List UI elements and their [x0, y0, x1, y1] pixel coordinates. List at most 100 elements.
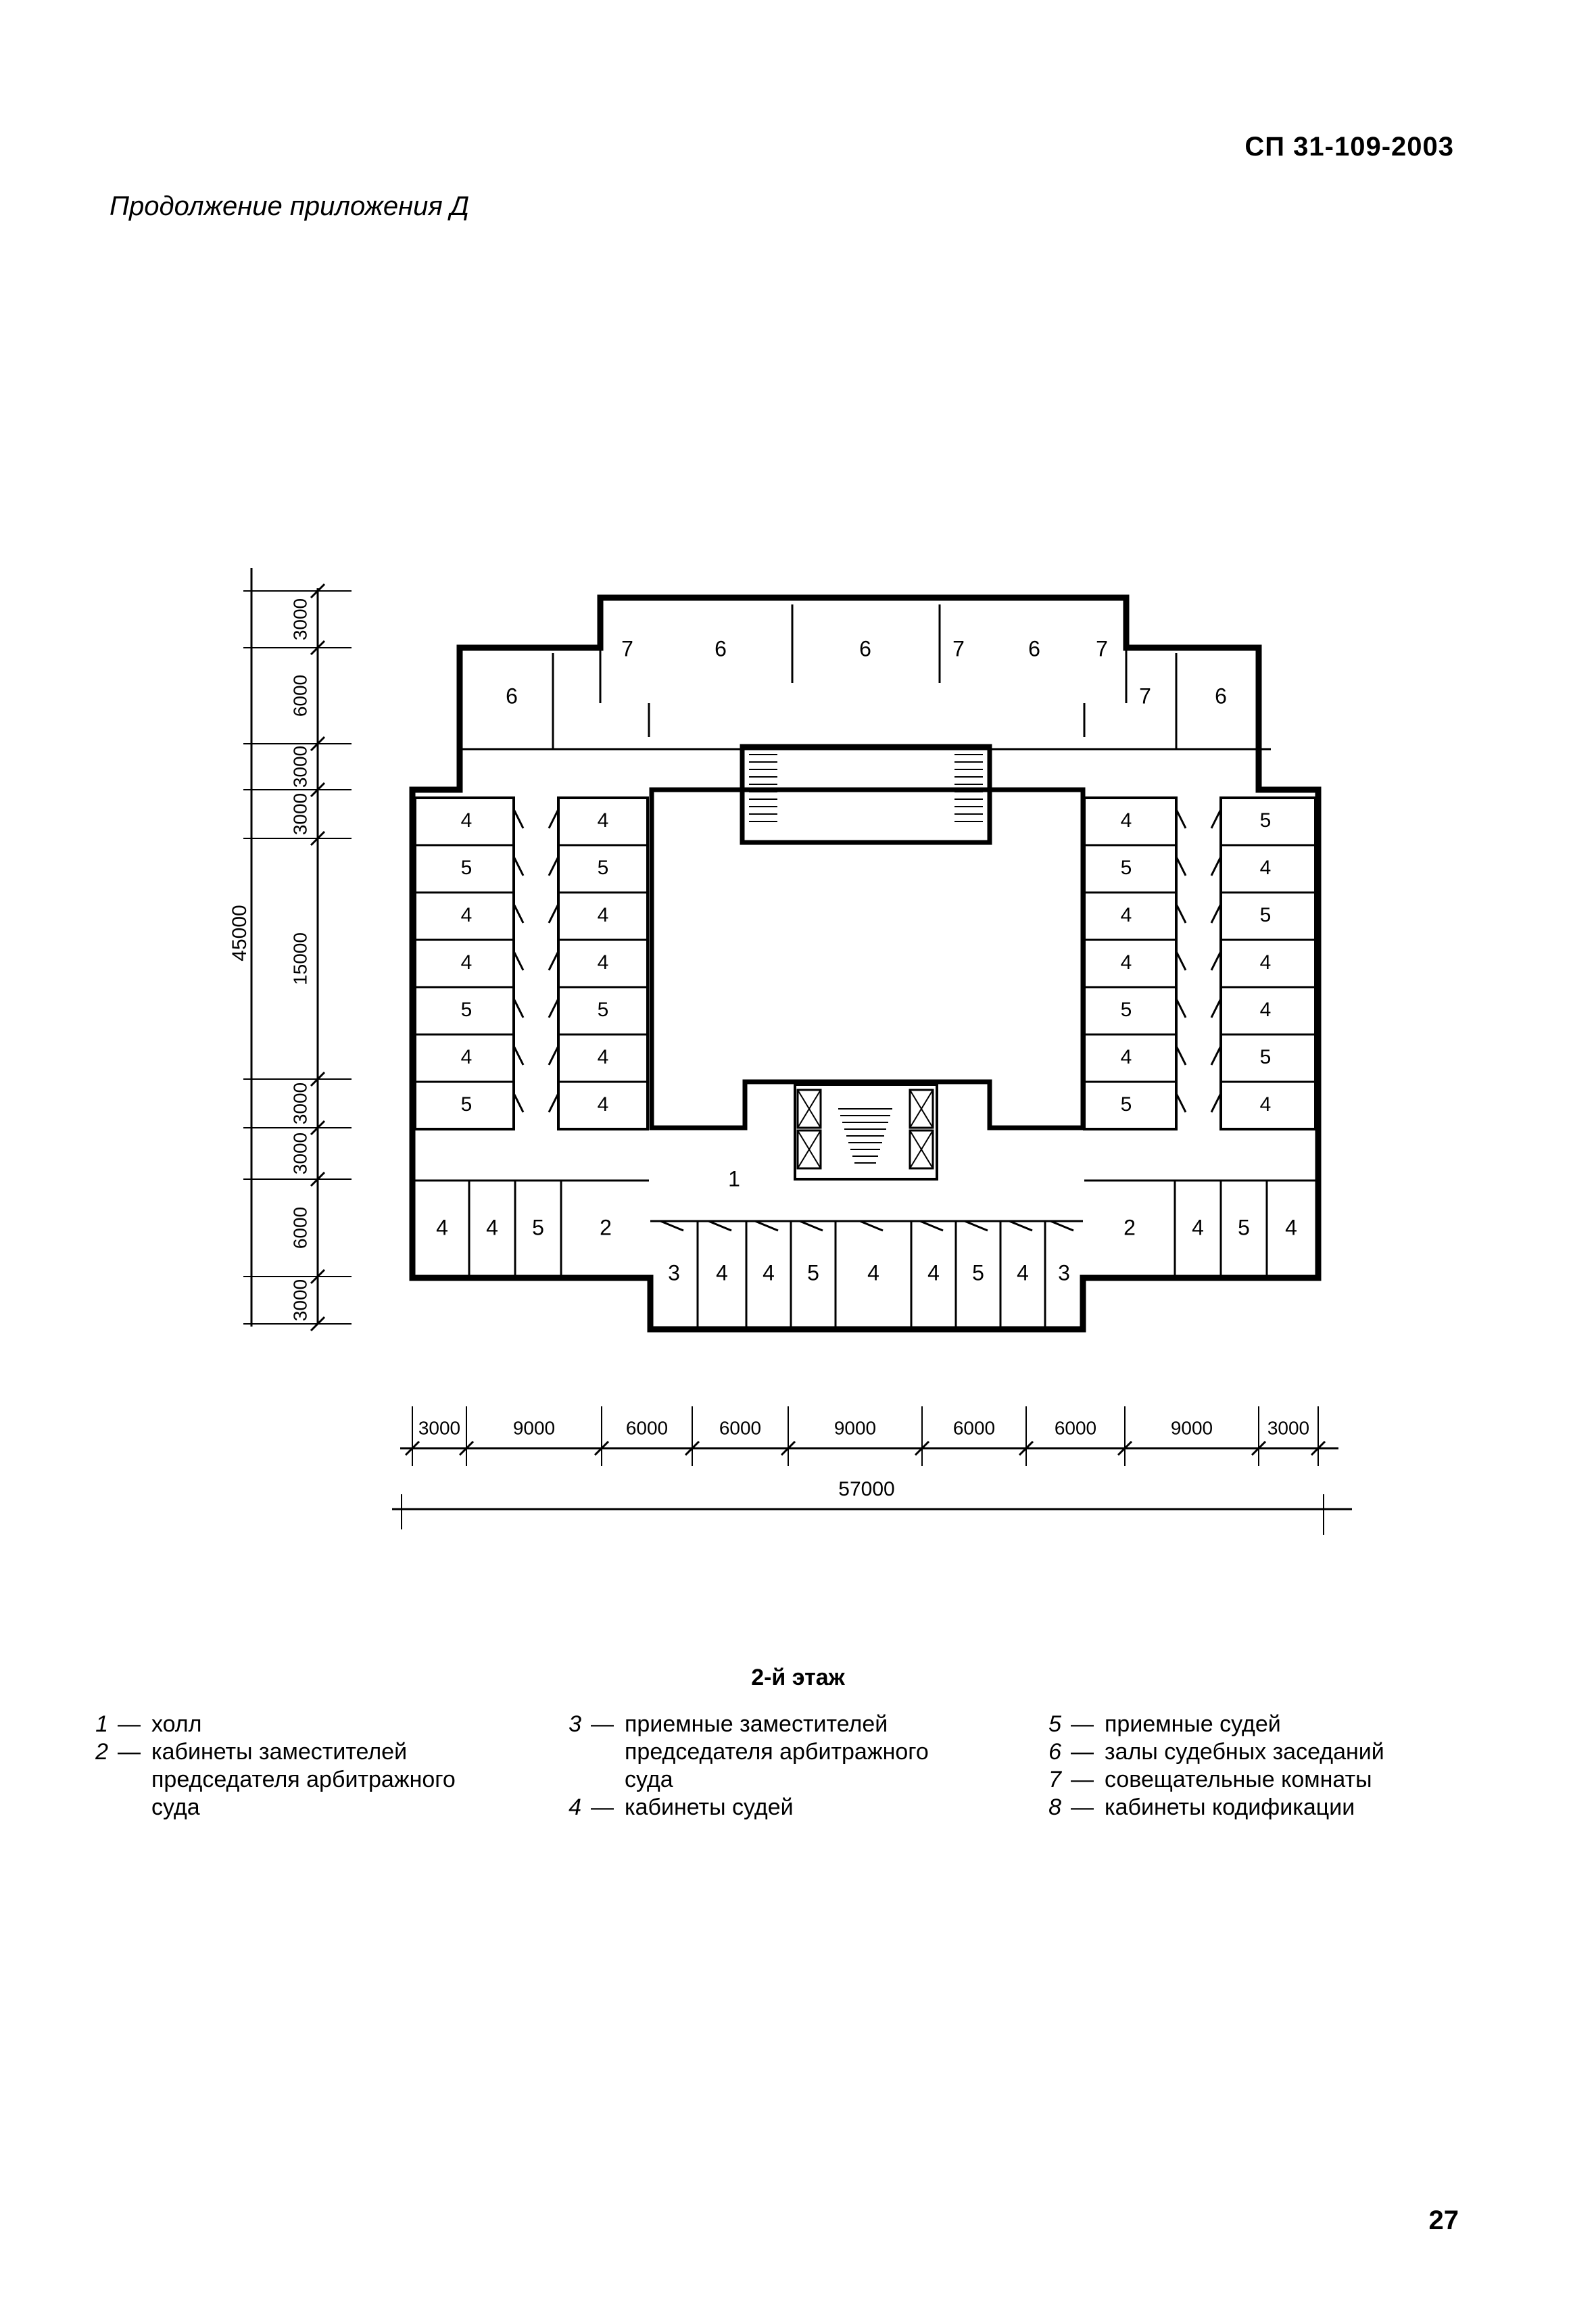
floor-title: 2-й этаж [751, 1665, 845, 1690]
dim-slash [310, 1071, 326, 1087]
legend-text: залы судебных заседаний [1105, 1739, 1384, 1765]
legend-number: 4 [569, 1794, 581, 1820]
dim-slash [1251, 1440, 1267, 1456]
dim-slash [310, 583, 326, 599]
room-label: 5 [1260, 904, 1272, 926]
legend-item: 3 — приемные заместителей председателя а… [548, 1711, 976, 1794]
dim-slash [404, 1440, 420, 1456]
dimension-label: 3000 [289, 598, 310, 640]
legend-text: совещательные комнаты [1105, 1767, 1372, 1792]
legend-column-2: 3 — приемные заместителей председателя а… [548, 1711, 976, 1821]
legend-column-1: 1 — холл 2 — кабинеты заместителей предс… [74, 1711, 503, 1821]
legend-number: 6 [1048, 1739, 1061, 1765]
room-label: 2 [600, 1215, 612, 1239]
legend-text: кабинеты судей [625, 1794, 794, 1820]
dimension-label: 6000 [289, 1207, 310, 1249]
legend-number: 5 [1048, 1711, 1061, 1737]
room-label: 7 [1139, 684, 1151, 708]
door-swing [1210, 1045, 1222, 1066]
room-label: 3 [668, 1260, 680, 1285]
dimension-lines [243, 568, 1352, 1535]
dim-slash [310, 736, 326, 752]
legend-number: 2 [95, 1739, 108, 1765]
dimension-label: 6000 [1055, 1417, 1096, 1438]
room-label: 7 [952, 636, 965, 661]
door-swing [512, 1093, 525, 1113]
door-swing [548, 998, 560, 1018]
room-label: 5 [461, 999, 473, 1021]
legend-text: холл [151, 1711, 202, 1737]
room-label: 5 [598, 999, 609, 1021]
door-swing [512, 809, 525, 829]
door-swing [708, 1220, 732, 1232]
room-label: 7 [1096, 636, 1108, 661]
dim-slash [310, 1171, 326, 1187]
dim-slash [684, 1440, 700, 1456]
legend-number: 7 [1048, 1767, 1061, 1792]
dim-slash [310, 1268, 326, 1285]
room-label: 4 [927, 1260, 940, 1285]
plan-doors [512, 809, 1222, 1232]
room-label: 4 [1121, 951, 1132, 974]
legend-text: приемные судей [1105, 1711, 1281, 1737]
room-label: 4 [598, 904, 609, 926]
room-label: 5 [972, 1260, 984, 1285]
dimension-label: 45000 [228, 905, 251, 961]
dim-slash [914, 1440, 930, 1456]
lift-cross [909, 1130, 934, 1169]
document-code: СП 31-109-2003 [1244, 132, 1454, 162]
legend-number: 3 [569, 1711, 581, 1737]
dimension-label: 15000 [289, 932, 310, 985]
lift-cross [909, 1089, 934, 1128]
dim-slash [1018, 1440, 1034, 1456]
door-swing [1210, 903, 1222, 924]
room-label: 3 [1058, 1260, 1070, 1285]
legend-text: кабинеты кодификации [1105, 1794, 1355, 1820]
lift-shaft [796, 1089, 822, 1129]
dimension-label: 57000 [838, 1478, 894, 1500]
room-label: 4 [1260, 999, 1272, 1021]
legend-item: 5 — приемные судей [1027, 1711, 1443, 1738]
door-swing [859, 1220, 884, 1232]
room-label: 4 [1260, 951, 1272, 974]
dim-slash [1310, 1440, 1326, 1456]
dimension-label: 3000 [289, 1133, 310, 1174]
room-label: 4 [461, 1046, 473, 1068]
dimension-label: 9000 [1171, 1417, 1213, 1438]
room-label: 4 [598, 1093, 609, 1116]
door-swing [1175, 1093, 1187, 1113]
lift-shaft [796, 1129, 822, 1170]
door-swing [1210, 1093, 1222, 1113]
room-label: 4 [1260, 1093, 1272, 1116]
door-swing [548, 951, 560, 971]
door-swing [1175, 998, 1187, 1018]
room-label: 5 [598, 857, 609, 879]
door-swing [660, 1220, 684, 1232]
room-label: 5 [807, 1260, 819, 1285]
door-swing [548, 1045, 560, 1066]
dimension-label: 3000 [1267, 1417, 1309, 1438]
dim-slash [310, 782, 326, 798]
room-label: 4 [1192, 1215, 1204, 1239]
legend-item: 2 — кабинеты заместителей председателя а… [74, 1738, 503, 1821]
room-label: 4 [1121, 1046, 1132, 1068]
room-label: 5 [1121, 1093, 1132, 1116]
legend-item: 6 — залы судебных заседаний [1027, 1738, 1443, 1766]
office-column [1219, 796, 1317, 1130]
room-label: 6 [1215, 684, 1227, 708]
room-label: 6 [859, 636, 871, 661]
legend-number: 8 [1048, 1794, 1061, 1820]
door-swing [964, 1220, 988, 1232]
room-label: 4 [763, 1260, 775, 1285]
office-column [1083, 796, 1178, 1130]
page-number: 27 [1428, 2206, 1459, 2235]
legend-item: 1 — холл [74, 1711, 503, 1738]
dim-slash [310, 1316, 326, 1332]
dimension-label: 6000 [953, 1417, 995, 1438]
lift-cross [797, 1130, 821, 1169]
room-label: 4 [461, 951, 473, 974]
door-swing [1175, 1045, 1187, 1066]
legend-item: 4 — кабинеты судей [548, 1794, 976, 1821]
door-swing [1175, 809, 1187, 829]
